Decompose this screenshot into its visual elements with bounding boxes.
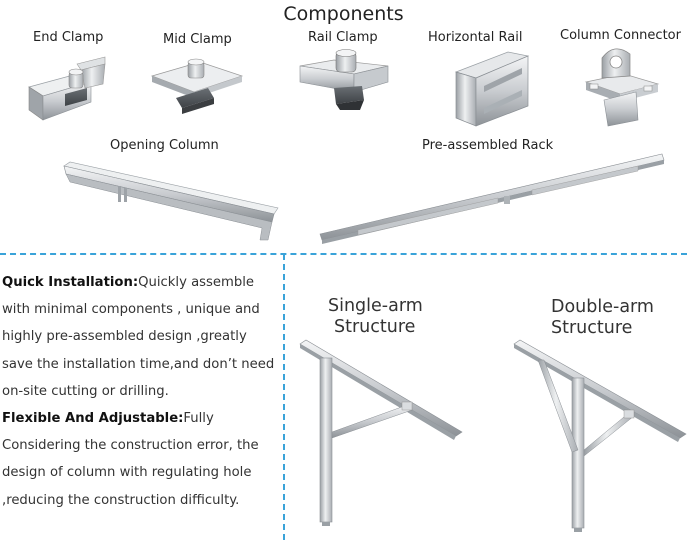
end-clamp-label: End Clamp xyxy=(33,30,104,45)
horizontal-divider xyxy=(0,253,687,255)
feature-body: Fully Considering the construction error… xyxy=(2,411,259,508)
column-connector-icon xyxy=(584,48,660,127)
pre-assembled-rack-icon xyxy=(319,153,665,244)
rail-clamp-label: Rail Clamp xyxy=(308,30,378,45)
double-arm-structure-icon xyxy=(513,339,687,532)
feature-flexible-adjustable: Flexible And Adjustable:Fully Considerin… xyxy=(2,405,280,514)
column-connector-label: Column Connector xyxy=(560,28,681,43)
mid-clamp-label: Mid Clamp xyxy=(163,32,232,47)
feature-quick-installation: Quick Installation:Quickly assemble with… xyxy=(2,269,280,405)
double-arm-title-line2: Structure xyxy=(551,318,633,338)
single-arm-structure-icon xyxy=(299,339,463,526)
single-arm-title-line1: Single-arm xyxy=(328,296,423,316)
horizontal-rail-icon xyxy=(454,51,530,127)
feature-heading: Quick Installation: xyxy=(2,275,139,290)
opening-column-icon xyxy=(63,161,279,241)
feature-body: Quickly assemble with minimal components… xyxy=(2,275,275,399)
feature-heading: Flexible And Adjustable: xyxy=(2,411,184,427)
mid-clamp-icon xyxy=(150,58,244,114)
double-arm-title: Double-arm Structure xyxy=(551,297,654,339)
double-arm-title-line1: Double-arm xyxy=(551,297,654,317)
opening-column-label: Opening Column xyxy=(110,138,219,153)
pre-assembled-rack-label: Pre-assembled Rack xyxy=(422,138,554,153)
end-clamp-icon xyxy=(28,56,106,121)
single-arm-title: Single-arm Structure xyxy=(328,296,423,338)
horizontal-rail-label: Horizontal Rail xyxy=(428,30,523,45)
single-arm-title-line2: Structure xyxy=(334,317,416,337)
vertical-divider xyxy=(283,254,285,540)
features-text: Quick Installation:Quickly assemble with… xyxy=(2,269,280,514)
page-title: Components xyxy=(283,3,404,25)
rail-clamp-icon xyxy=(299,49,389,110)
